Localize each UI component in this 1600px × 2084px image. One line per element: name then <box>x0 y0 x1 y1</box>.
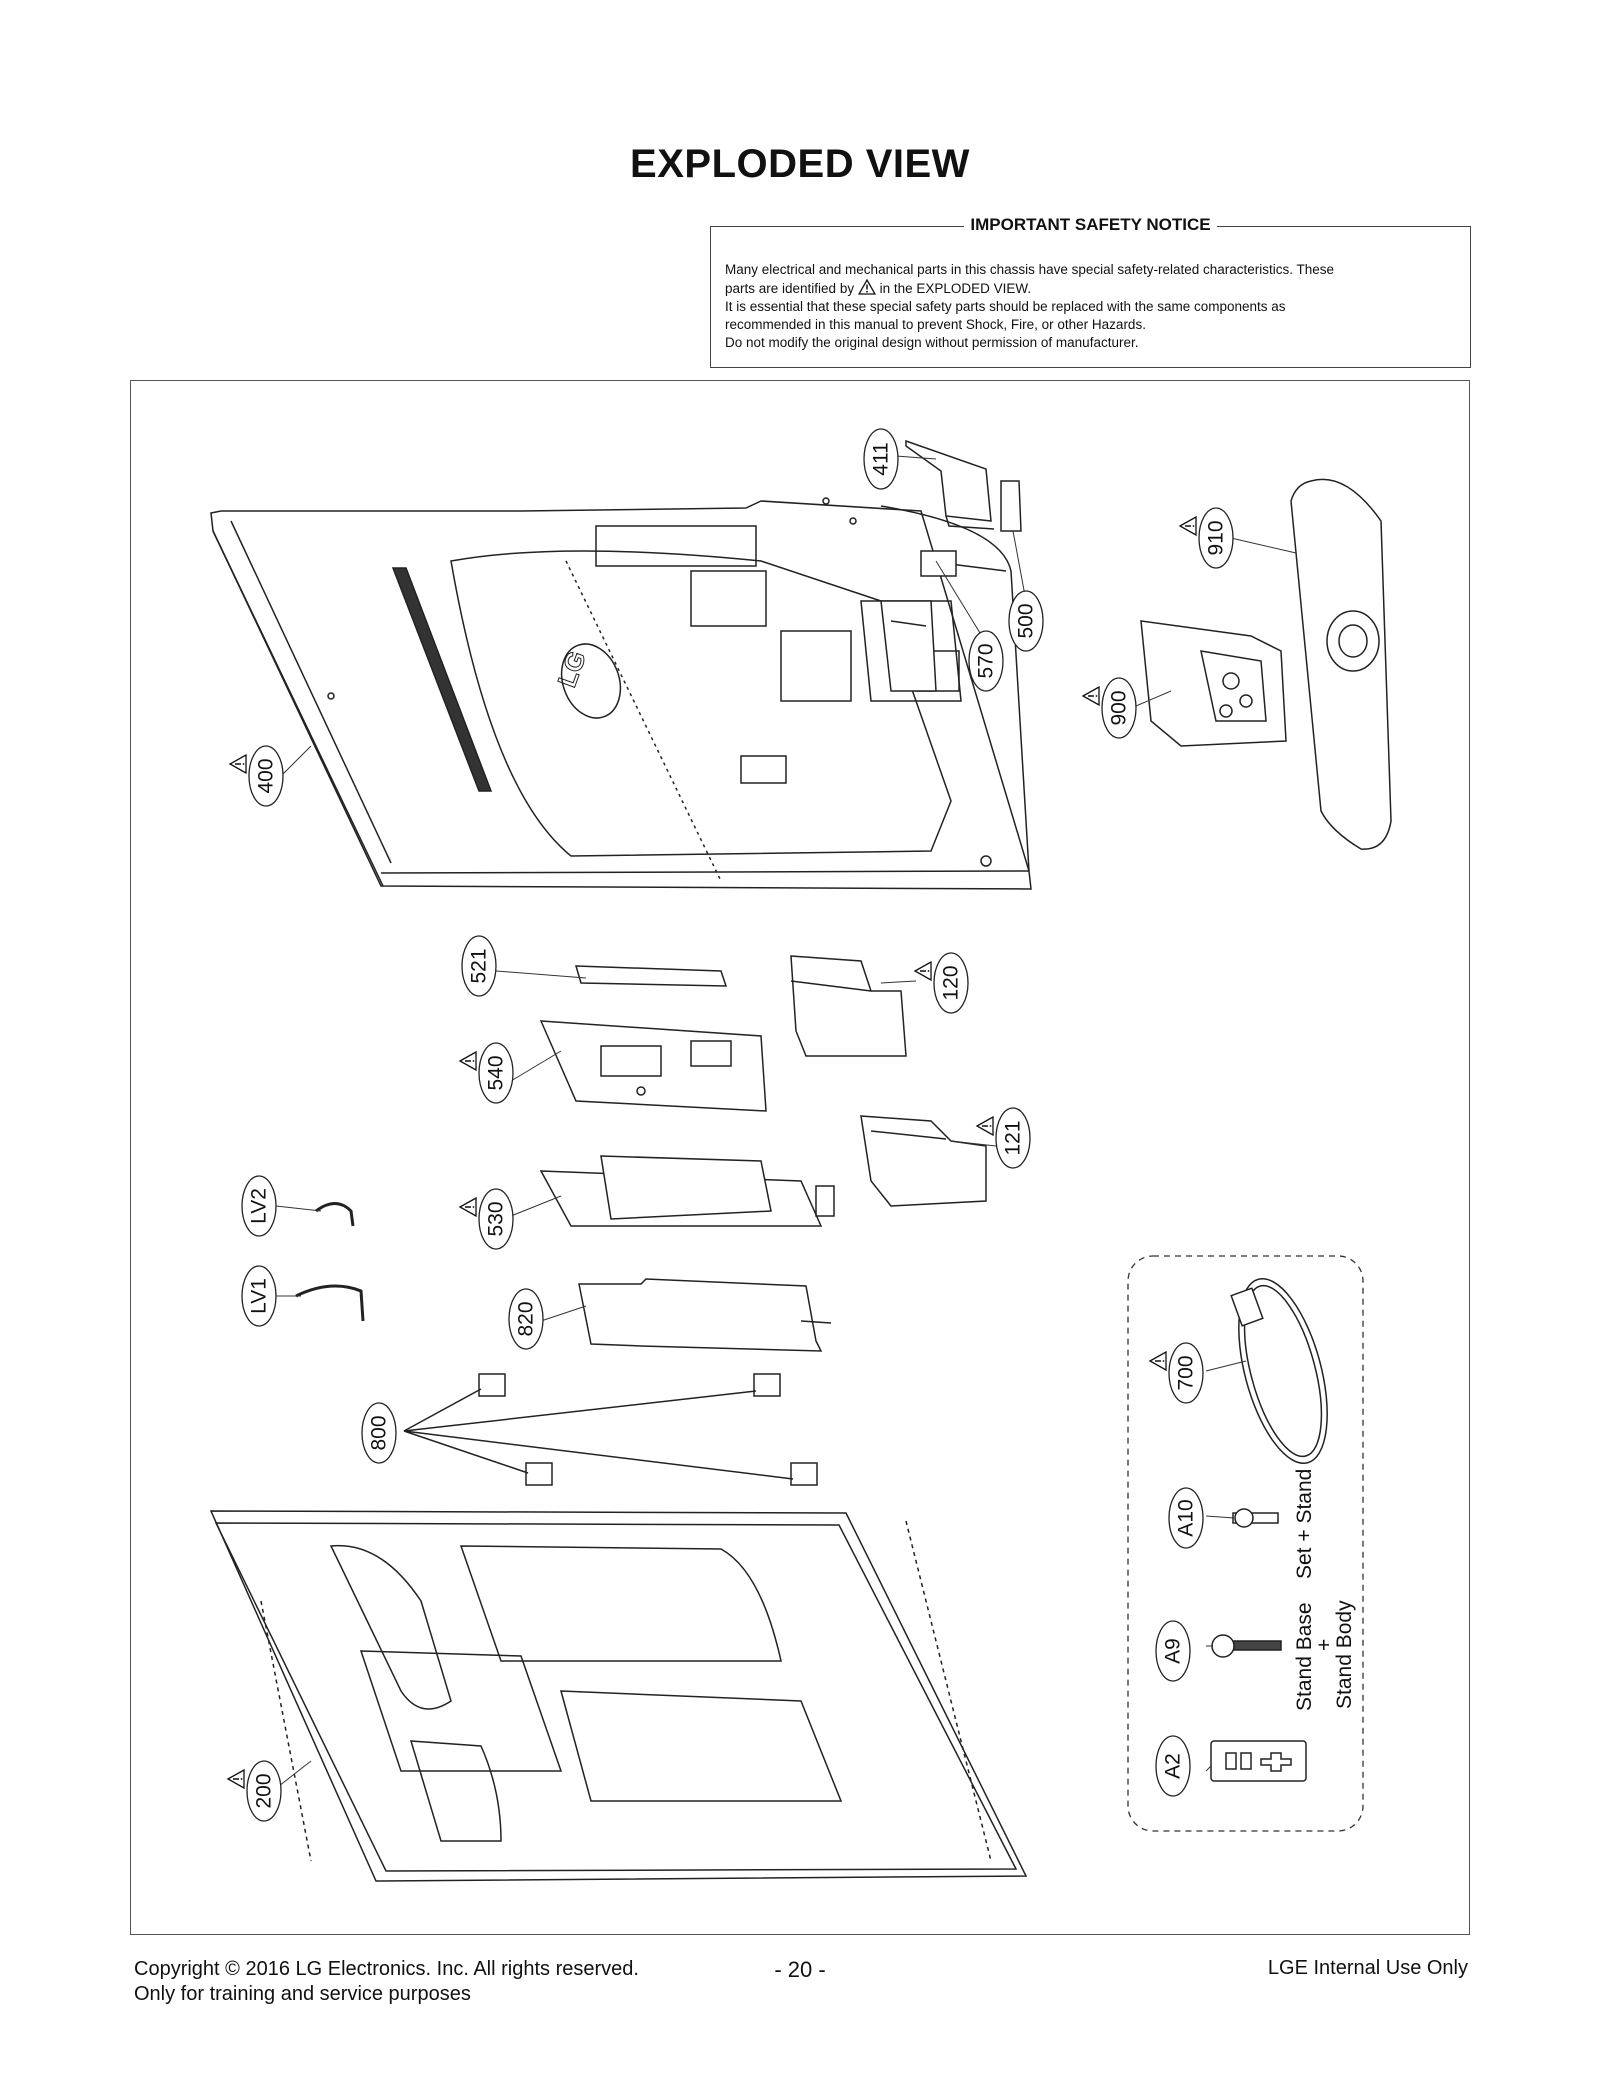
callout-oval <box>478 1042 514 1104</box>
bracket-clips-drawing <box>403 1373 818 1486</box>
footer-internal: LGE Internal Use Only <box>1267 1957 1468 1979</box>
accessory-drawings <box>1210 1277 1328 1782</box>
footer-copyright: Copyright © 2016 LG Electronics. Inc. Al… <box>134 1958 639 2005</box>
page-title: EXPLODED VIEW <box>630 142 970 186</box>
warning-triangle-icon <box>227 1769 245 1789</box>
callout-label: 900 <box>1108 690 1131 725</box>
callout-530: 530 <box>459 1188 514 1250</box>
label-stand-body: Stand Body <box>1333 1600 1356 1709</box>
callout-oval <box>1101 677 1137 739</box>
back-cover-drawing <box>210 497 1032 890</box>
exploded-view-diagram: LG <box>130 380 1470 1935</box>
callout-label: 500 <box>1015 603 1038 638</box>
callout-oval <box>968 630 1004 692</box>
callout-lv2: LV2 <box>241 1175 277 1237</box>
power-supply-drawing <box>790 955 907 1057</box>
callout-oval <box>241 1175 277 1237</box>
callout-oval <box>361 1402 397 1464</box>
callout-oval <box>508 1288 544 1350</box>
page-number: - 20 - <box>774 1957 826 1982</box>
accessory-box <box>1127 1255 1364 1832</box>
callout-oval <box>1198 507 1234 569</box>
callout-121: 121 <box>976 1107 1031 1169</box>
callout-400: 400 <box>229 745 284 807</box>
callout-500: 500 <box>1008 590 1044 652</box>
callout-oval <box>1155 1620 1191 1682</box>
callout-120: 120 <box>914 952 969 1014</box>
warning-triangle-icon <box>1082 686 1100 706</box>
callout-a10: A10 <box>1168 1487 1204 1549</box>
callout-label: 411 <box>870 442 893 475</box>
callout-oval <box>863 428 899 490</box>
callout-oval <box>995 1107 1031 1169</box>
label-set-stand: Set + Stand <box>1293 1469 1316 1579</box>
callout-leaders <box>275 455 1297 1787</box>
callout-oval <box>1155 1735 1191 1797</box>
callout-570: 570 <box>968 630 1004 692</box>
warning-triangle-icon <box>914 961 932 981</box>
callout-540: 540 <box>459 1042 514 1104</box>
callout-label: 521 <box>468 948 491 983</box>
warning-triangle-icon <box>1179 516 1197 536</box>
callout-label: 120 <box>940 965 963 1000</box>
warning-triangle-icon <box>1149 1351 1167 1371</box>
callout-800: 800 <box>361 1402 397 1464</box>
warning-triangle-icon <box>857 279 876 295</box>
callout-oval <box>246 1760 282 1822</box>
callout-oval <box>1168 1487 1204 1549</box>
top-bracket-drawing <box>880 439 1022 692</box>
main-board-drawing <box>539 965 767 1112</box>
callout-label: A9 <box>1162 1638 1185 1664</box>
callout-700: 700 <box>1149 1342 1204 1404</box>
callout-oval <box>1168 1342 1204 1404</box>
callout-a2: A2 <box>1155 1735 1191 1797</box>
exploded-view-drawing: LG <box>209 428 1392 1882</box>
stand-body-drawing <box>1140 620 1287 747</box>
callout-oval <box>933 952 969 1014</box>
callout-910: 910 <box>1179 507 1234 569</box>
warning-triangle-icon <box>976 1116 994 1136</box>
callout-label: LV2 <box>248 1188 271 1224</box>
callout-oval <box>241 1265 277 1327</box>
warning-triangle-icon <box>459 1051 477 1071</box>
callout-200: 200 <box>227 1760 282 1822</box>
lvds-cable-drawing <box>295 1202 365 1322</box>
callout-label: 400 <box>255 758 278 793</box>
callout-label: 910 <box>1205 520 1228 555</box>
callout-label: 820 <box>515 1301 538 1336</box>
label-stand-base: Stand Base <box>1293 1602 1316 1711</box>
callout-oval <box>461 935 497 997</box>
insulation-sheet-drawing <box>578 1278 832 1352</box>
power-cover-drawing <box>860 1115 987 1207</box>
callout-oval <box>1008 590 1044 652</box>
callout-label: LV1 <box>248 1278 271 1314</box>
callout-820: 820 <box>508 1288 544 1350</box>
safety-notice-heading: IMPORTANT SAFETY NOTICE <box>711 215 1470 235</box>
callout-label: 540 <box>485 1055 508 1090</box>
callout-lv1: LV1 <box>241 1265 277 1327</box>
callout-oval <box>478 1188 514 1250</box>
callout-label: 200 <box>253 1773 276 1808</box>
lcd-module-drawing <box>209 1510 1028 1882</box>
callout-oval <box>248 745 284 807</box>
callout-521: 521 <box>461 935 497 997</box>
callout-label: 800 <box>368 1415 391 1450</box>
led-driver-board-drawing <box>539 1155 835 1227</box>
callout-label: A10 <box>1175 1499 1198 1536</box>
warning-triangle-icon <box>459 1197 477 1217</box>
callout-label: 530 <box>485 1201 508 1236</box>
callout-a9: A9 <box>1155 1620 1191 1682</box>
warning-triangle-icon <box>229 754 247 774</box>
safety-notice-text: Many electrical and mechanical parts in … <box>725 262 1335 350</box>
safety-notice-box: IMPORTANT SAFETY NOTICE Many electrical … <box>710 215 1471 368</box>
callout-label: 570 <box>975 643 998 678</box>
stand-base-drawing <box>1290 478 1392 850</box>
callout-label: A2 <box>1162 1753 1185 1779</box>
callout-label: 700 <box>1175 1355 1198 1390</box>
callout-411: 411 <box>863 428 899 490</box>
callout-label: 121 <box>1002 1120 1025 1155</box>
callout-900: 900 <box>1082 677 1137 739</box>
label-plus: + <box>1313 1639 1336 1651</box>
